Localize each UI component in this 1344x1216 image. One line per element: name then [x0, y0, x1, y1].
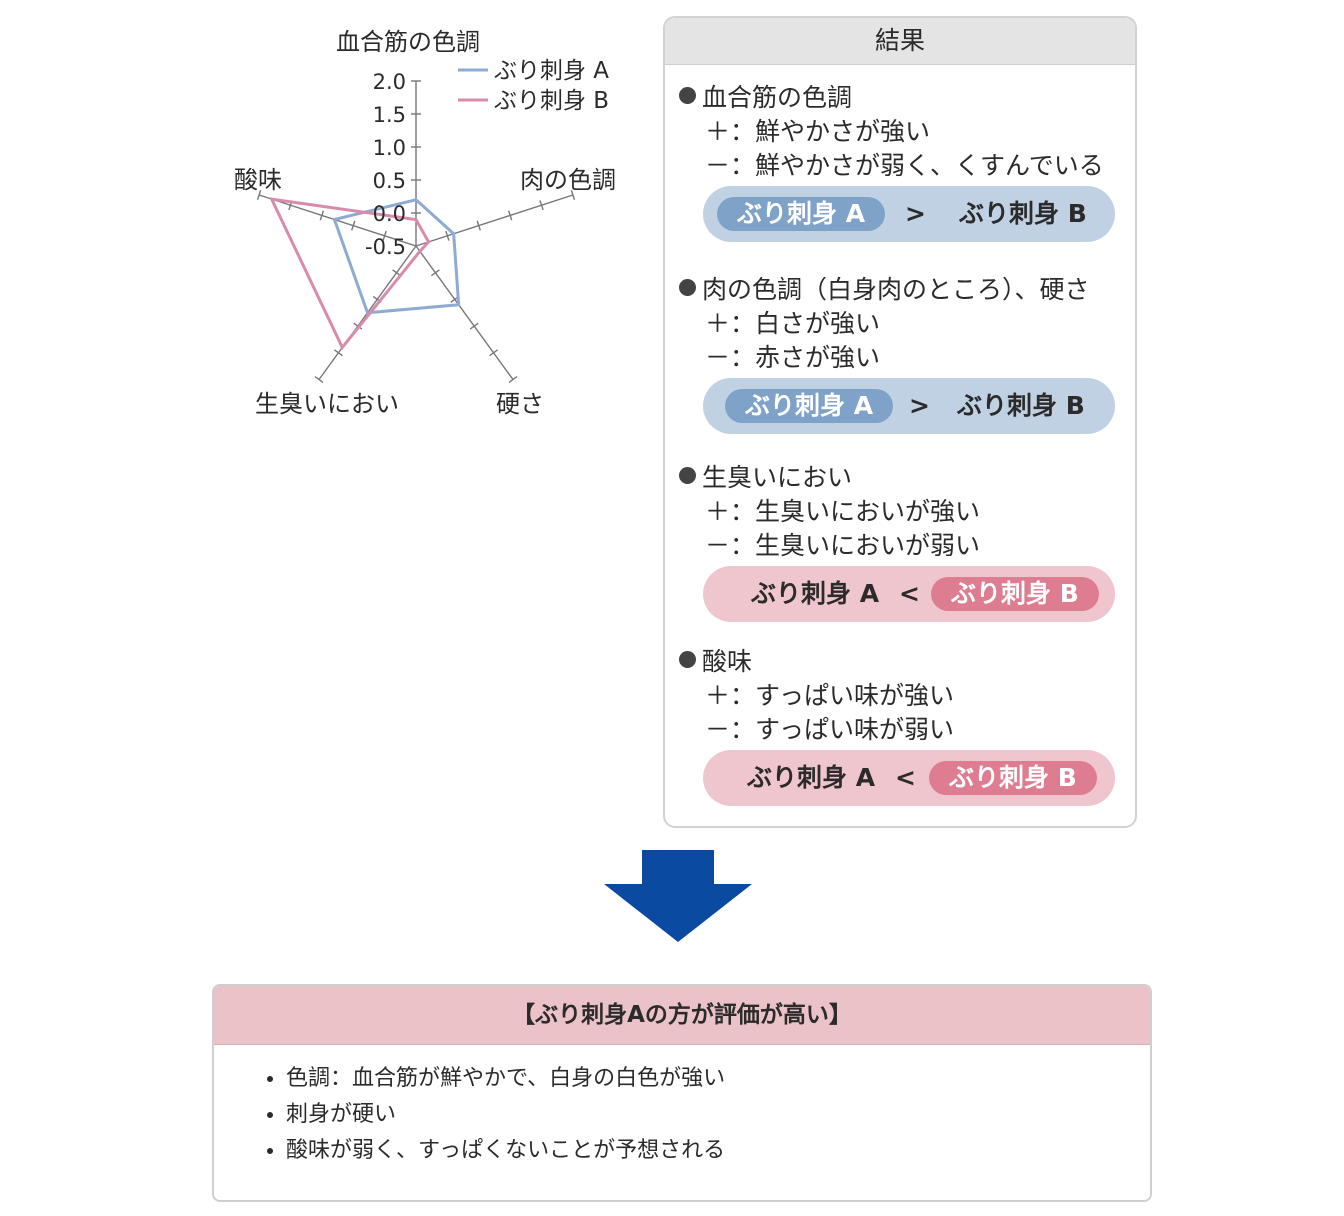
pill-operator: > [905, 199, 926, 228]
bullet-dot [679, 467, 696, 484]
radar-tick-mark [430, 269, 440, 277]
bullet-dot [679, 279, 696, 296]
section-title: 生臭いにおい [679, 458, 852, 494]
radar-series-polygon [332, 198, 461, 315]
comparison-pill: ぶり刺身 A < ぶり刺身 B [703, 750, 1115, 806]
radar-tick-mark [476, 220, 481, 231]
pill-left-label: ぶり刺身 A [717, 197, 886, 231]
radar-axis-line [415, 194, 574, 247]
list-item: 刺身が硬い [286, 1097, 1150, 1133]
radar-tick-mark [333, 349, 343, 357]
radar-tick-mark [319, 210, 325, 221]
radar-axis-label: 硬さ [496, 390, 544, 418]
radar-axis-line [415, 245, 514, 380]
pill-right-label: ぶり刺身 B [959, 199, 1087, 228]
pill-left-label: ぶり刺身 A [747, 763, 876, 792]
radar-tick-mark [382, 230, 387, 241]
pill-left-label: ぶり刺身 A [751, 579, 880, 608]
minus-note: －：すっぱい味が弱い [705, 715, 955, 744]
radar-tick-mark [507, 210, 513, 221]
pill-operator: < [895, 763, 916, 792]
section-title: 酸味 [679, 642, 752, 678]
radar-axis-label: 肉の色調 [520, 166, 616, 194]
comparison-pill: ぶり刺身 A > ぶり刺身 B [703, 186, 1115, 242]
list-item: 色調：血合筋が鮮やかで、白身の白色が強い [286, 1061, 1150, 1097]
pill-left-label: ぶり刺身 A [725, 389, 894, 423]
comparison-pill: ぶり刺身 A < ぶり刺身 B [703, 566, 1115, 622]
results-title: 結果 [665, 18, 1135, 65]
pill-operator: < [899, 579, 920, 608]
radar-scale-label: 0.5 [373, 169, 406, 193]
conclusion-title: 【ぶり刺身Aの方が評価が高い】 [214, 986, 1150, 1045]
bullet-dot [679, 651, 696, 668]
bullet-dot [679, 87, 696, 104]
pill-right-label: ぶり刺身 B [957, 391, 1085, 420]
radar-axis-label: 生臭いにおい [255, 390, 399, 418]
radar-axis-label: 酸味 [234, 166, 282, 194]
conclusion-list: 色調：血合筋が鮮やかで、白身の白色が強い 刺身が硬い 酸味が弱く、すっぱくないこ… [214, 1061, 1150, 1169]
legend-label: ぶり刺身 B [494, 88, 609, 114]
section-title: 血合筋の色調 [679, 78, 852, 114]
plus-note: ＋：鮮やかさが強い [705, 117, 931, 146]
plus-note: ＋：生臭いにおいが強い [705, 497, 981, 526]
conclusion-box: 【ぶり刺身Aの方が評価が高い】 色調：血合筋が鮮やかで、白身の白色が強い 刺身が… [212, 984, 1152, 1202]
pill-operator: > [909, 391, 930, 420]
radar-tick-mark [570, 190, 576, 200]
radar-scale-label: 0.0 [373, 202, 406, 226]
radar-axis-label: 血合筋の色調 [336, 28, 480, 56]
down-arrow-icon [604, 850, 752, 942]
minus-note: －：鮮やかさが弱く、くすんでいる [705, 151, 1104, 180]
radar-tick-mark [508, 375, 518, 383]
minus-note: －：生臭いにおいが弱い [705, 531, 981, 560]
radar-tick-mark [314, 375, 324, 383]
radar-scale-label: 1.0 [373, 136, 406, 160]
radar-scale-label: -0.5 [365, 235, 406, 259]
plus-note: ＋：白さが強い [705, 309, 881, 338]
radar-scale-label: 1.5 [373, 103, 406, 127]
radar-tick-mark [256, 190, 262, 200]
radar-tick-mark [351, 220, 356, 231]
radar-series-polygon [269, 197, 431, 351]
comparison-pill: ぶり刺身 A > ぶり刺身 B [703, 378, 1115, 434]
pill-right-label: ぶり刺身 B [929, 761, 1097, 795]
radar-tick-mark [489, 349, 499, 357]
results-panel: 結果 血合筋の色調 ＋：鮮やかさが強い －：鮮やかさが弱く、くすんでいる ぶり刺… [663, 16, 1137, 828]
legend-label: ぶり刺身 A [494, 58, 609, 84]
pill-right-label: ぶり刺身 B [931, 577, 1099, 611]
radar-scale-label: 2.0 [373, 70, 406, 94]
list-item: 酸味が弱く、すっぱくないことが予想される [286, 1133, 1150, 1169]
radar-tick-mark [539, 200, 544, 211]
arrow-shape [604, 850, 752, 942]
radar-tick-mark [469, 322, 479, 330]
minus-note: －：赤さが強い [705, 343, 881, 372]
plus-note: ＋：すっぱい味が強い [705, 681, 955, 710]
radar-axis-line [258, 194, 417, 247]
radar-tick-mark [445, 230, 450, 241]
section-title: 肉の色調（白身肉のところ）、硬さ [679, 270, 1090, 306]
